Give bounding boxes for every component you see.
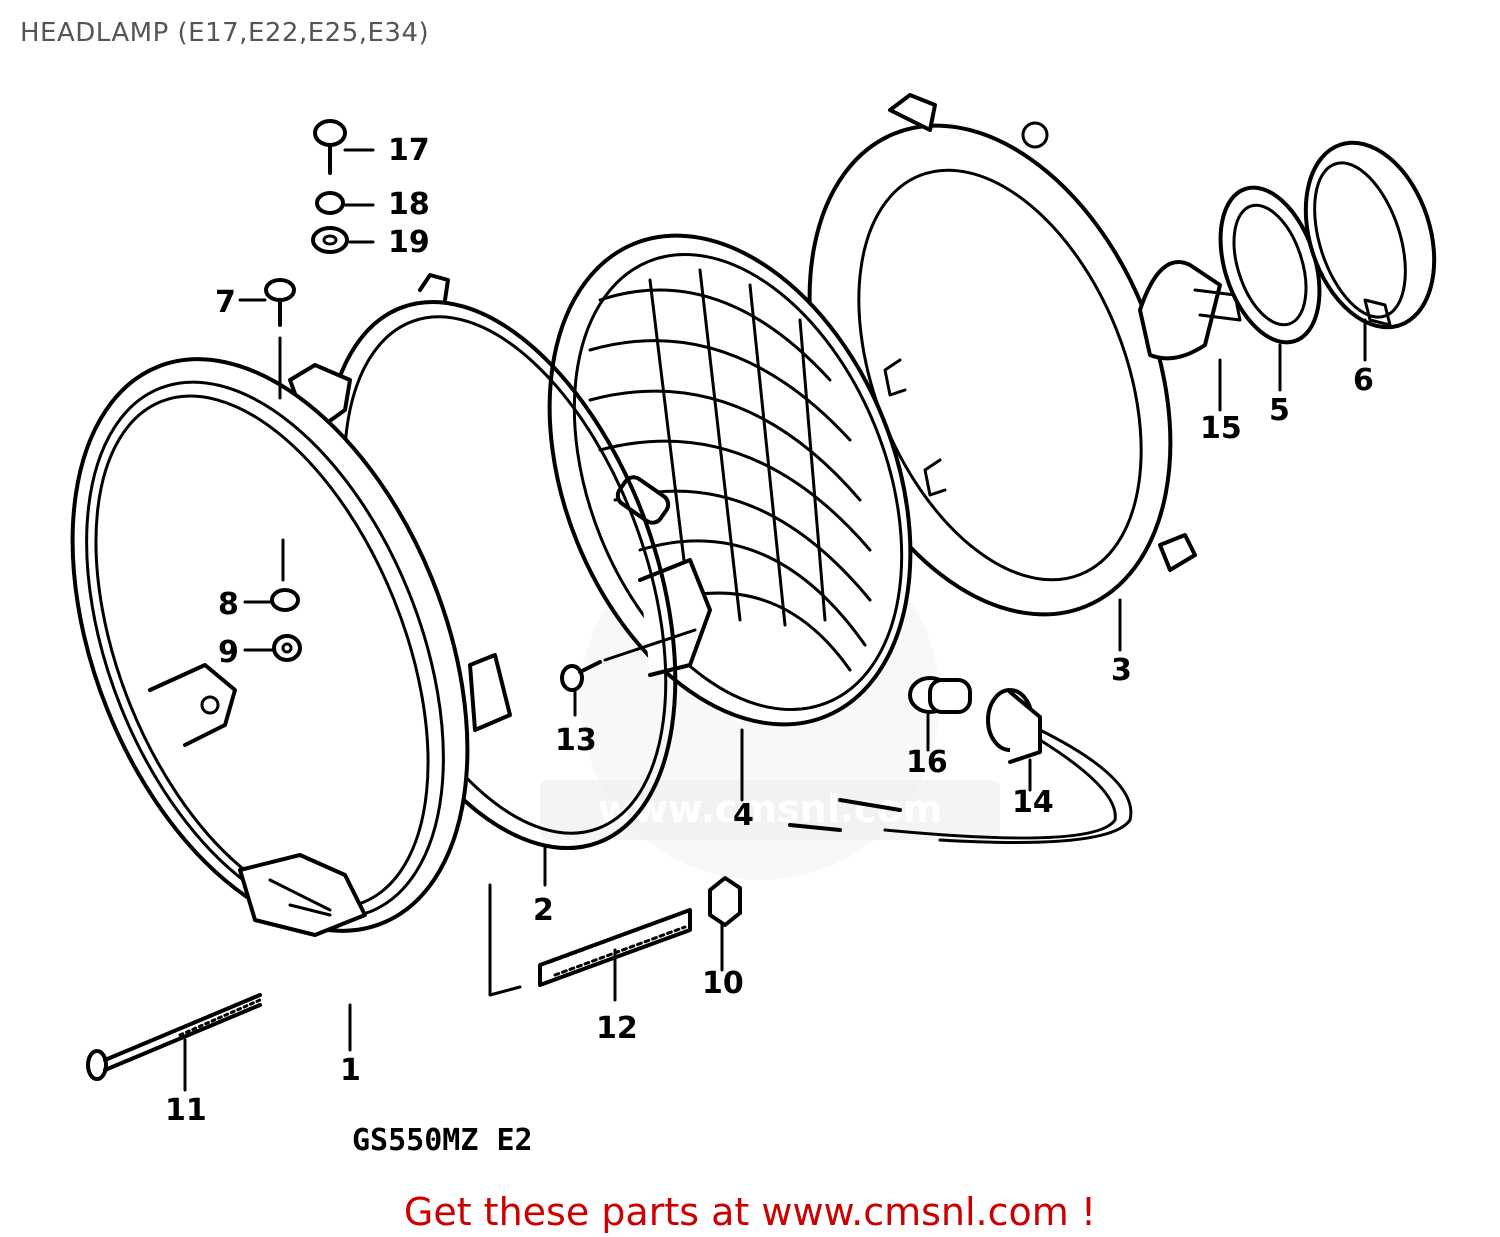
callout-12: 12 [596,1011,638,1046]
callout-4: 4 [733,798,754,833]
callout-16: 16 [906,745,948,780]
callout-5: 5 [1269,393,1290,428]
part-17-screw [313,119,347,175]
part-19-washer [311,226,349,254]
model-code: GS550MZ E2 [352,1123,533,1158]
callout-13: 13 [555,723,597,758]
part-12-spring [538,908,692,987]
callout-18: 18 [388,187,430,222]
part-10-nut [708,876,742,927]
callout-14: 14 [1012,785,1054,820]
page-title: HEADLAMP (E17,E22,E25,E34) [20,18,430,48]
cta-link[interactable]: Get these parts at www.cmsnl.com ! [403,1190,1097,1234]
part-14-socket-harness [788,688,1133,844]
callout-17: 17 [388,133,430,168]
callout-6: 6 [1353,363,1374,398]
callout-7: 7 [215,285,236,320]
callout-19: 19 [388,225,430,260]
callout-11: 11 [165,1093,207,1128]
callout-8: 8 [218,587,239,622]
part-11-adjust-screw [86,993,262,1081]
callout-15: 15 [1200,411,1242,446]
part-18-washer [315,191,345,215]
part-1-outer-rim [70,357,470,937]
callout-10: 10 [702,966,744,1001]
part-8-nut [270,588,300,612]
callout-labels: 17 18 19 7 8 9 1 11 2 12 10 13 4 16 14 3… [165,133,1374,1128]
callout-1: 1 [340,1053,361,1088]
callout-3: 3 [1111,653,1132,688]
part-13-screw [560,660,602,692]
part-7-screw [264,278,296,327]
part-9-nut [272,634,302,662]
part-15-bulb-holder [1138,260,1242,361]
leader-lines [183,148,1367,1092]
callout-2: 2 [533,893,554,928]
callout-9: 9 [218,635,239,670]
part-16-bulb [908,676,972,714]
part-6-rear-cover [1303,140,1437,330]
part-4-sealed-beam [547,233,913,727]
